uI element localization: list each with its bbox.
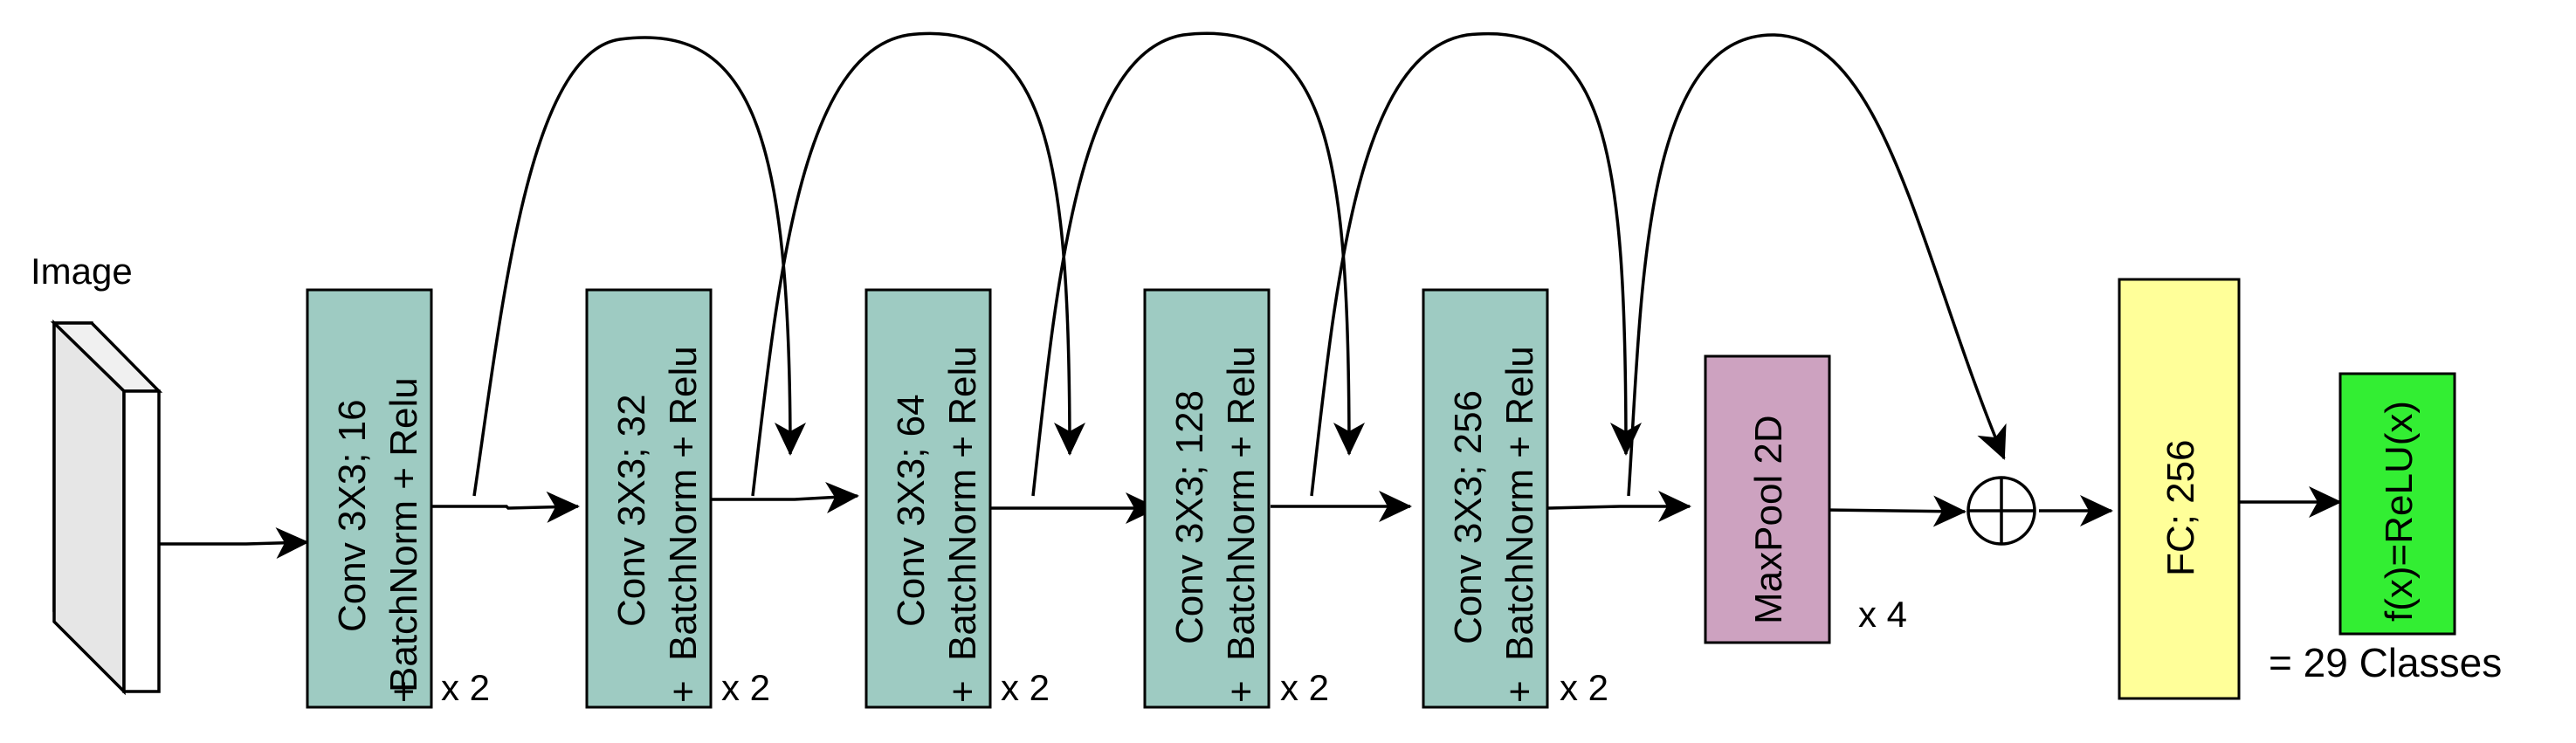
output-block: f(x)=ReLU(x) — [2338, 372, 2456, 636]
conv-block-4-line1: Conv 3X3; 128 — [1168, 390, 1211, 644]
maxpool-block: MaxPool 2D — [1704, 354, 1831, 644]
conv-block-3: Conv 3X3; 64 BatchNorm + Relu + — [864, 288, 992, 709]
conv-block-1-line2: BatchNorm + Relu — [382, 377, 425, 692]
conv-block-1-repeat: x 2 — [441, 667, 490, 708]
maxpool-repeat: x 4 — [1858, 594, 1907, 635]
conv-block-3-repeat: x 2 — [1001, 667, 1050, 708]
conv-block-2: Conv 3X3; 32 BatchNorm + Relu + — [585, 288, 713, 709]
sum-node-icon — [1966, 476, 2036, 546]
conv-block-2-line2: BatchNorm + Relu — [662, 346, 705, 661]
conv-block-2-repeat: x 2 — [721, 667, 770, 708]
conv-block-4-line2: BatchNorm + Relu — [1220, 346, 1263, 661]
conv-block-1: Conv 3X3; 16 BatchNorm + Relu + — [306, 288, 433, 709]
conv-block-3-plus: + — [941, 680, 984, 703]
conv-block-2-line1: Conv 3X3; 32 — [610, 394, 653, 627]
conv-block-3-line2: BatchNorm + Relu — [941, 346, 984, 661]
conv-block-5-line1: Conv 3X3; 256 — [1447, 390, 1490, 644]
forward-connections — [159, 482, 2342, 560]
conv-block-4: Conv 3X3; 128 BatchNorm + Relu + — [1143, 288, 1271, 709]
maxpool-label: MaxPool 2D — [1747, 415, 1790, 624]
output-caption: = 29 Classes — [2269, 640, 2502, 685]
image-label: Image — [31, 251, 133, 292]
conv-block-1-line1: Conv 3X3; 16 — [331, 399, 374, 632]
skip-connections — [472, 31, 2007, 497]
fc-label: FC; 256 — [2159, 439, 2202, 576]
conv-block-3-line1: Conv 3X3; 64 — [890, 394, 933, 627]
conv-block-2-plus: + — [662, 680, 705, 703]
conv-block-5-repeat: x 2 — [1560, 667, 1608, 708]
conv-block-1-plus: + — [382, 680, 425, 703]
conv-block-4-repeat: x 2 — [1280, 667, 1329, 708]
input-image-icon — [50, 319, 163, 696]
conv-block-5: Conv 3X3; 256 BatchNorm + Relu + — [1422, 288, 1549, 709]
conv-block-5-line2: BatchNorm + Relu — [1498, 346, 1541, 661]
conv-block-4-plus: + — [1220, 680, 1263, 703]
fc-block: FC; 256 — [2118, 278, 2241, 700]
output-label: f(x)=ReLU(x) — [2378, 401, 2421, 622]
conv-block-5-plus: + — [1498, 680, 1541, 703]
